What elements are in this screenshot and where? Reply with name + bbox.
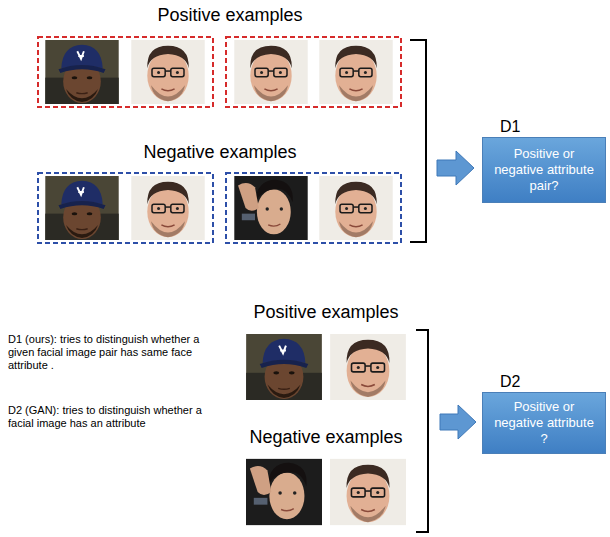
discriminator-box: D1Positive or negative attribute pair? xyxy=(482,117,606,203)
discriminator-question: Positive or negative attribute pair? xyxy=(491,146,597,194)
bracket xyxy=(416,330,428,532)
block-arrow xyxy=(440,405,476,439)
face-photo xyxy=(131,40,204,104)
section-heading: Negative examples xyxy=(216,426,436,448)
discriminator-name: D1 xyxy=(482,117,606,137)
face-photo xyxy=(234,40,307,104)
positive-pair-frame xyxy=(38,37,213,107)
negative-pair-frame xyxy=(226,173,401,243)
section-heading: Negative examples xyxy=(110,141,330,163)
discriminator-body: Positive or negative attribute ? xyxy=(482,392,606,454)
face-photo xyxy=(319,40,392,104)
note-text: D1 (ours): tries to distinguish whether … xyxy=(8,333,213,372)
face-photo xyxy=(131,176,204,240)
face-photo xyxy=(246,334,322,400)
face-photo xyxy=(234,176,307,240)
section-heading: Positive examples xyxy=(216,301,436,323)
bracket xyxy=(410,40,426,242)
negative-pair-frame xyxy=(38,173,213,243)
note-text: D2 (GAN): tries to distinguish whether a… xyxy=(8,404,213,430)
section-heading: Positive examples xyxy=(120,4,340,26)
face-photo xyxy=(45,176,118,240)
discriminator-question: Positive or negative attribute ? xyxy=(491,399,597,447)
discriminator-box: D2Positive or negative attribute ? xyxy=(482,372,606,454)
face-photo xyxy=(330,334,406,400)
face-photo xyxy=(45,40,118,104)
discriminator-name: D2 xyxy=(482,372,606,392)
positive-pair-frame xyxy=(226,37,401,107)
block-arrow xyxy=(437,151,474,185)
face-photo xyxy=(330,459,406,525)
face-photo xyxy=(319,176,392,240)
face-photo xyxy=(246,459,322,525)
discriminator-body: Positive or negative attribute pair? xyxy=(482,137,606,203)
